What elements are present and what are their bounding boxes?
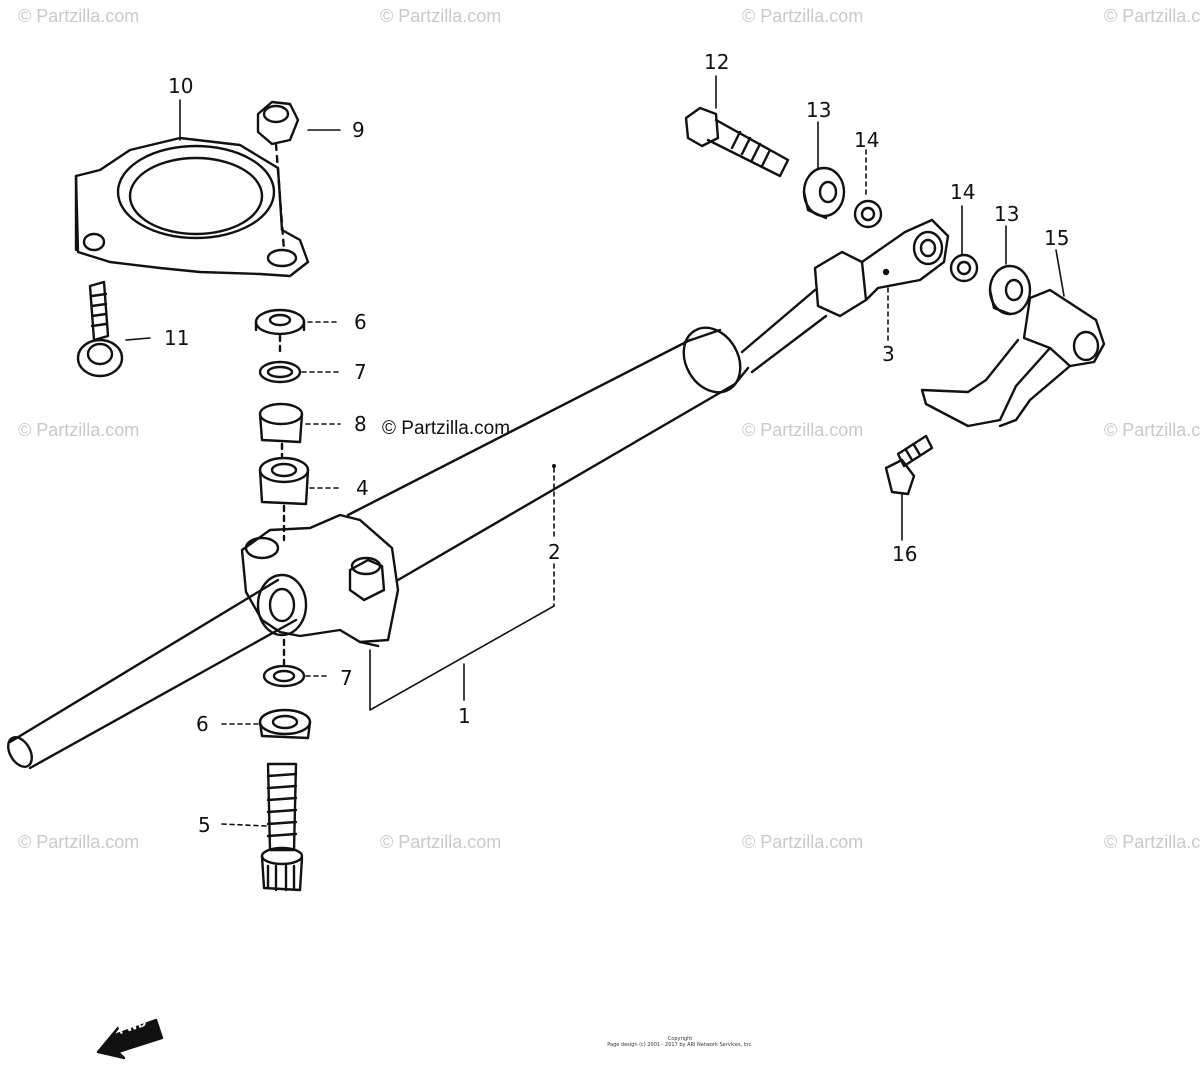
callout-3: 3: [882, 342, 895, 366]
callout-14: 14: [950, 180, 976, 204]
collar-part: [802, 166, 846, 220]
callout-15: 15: [1044, 226, 1070, 250]
watermark: © Partzilla.com: [380, 832, 502, 852]
callout-4: 4: [356, 476, 369, 500]
watermark: © Partzilla.com: [18, 832, 140, 852]
watermark: © Partzilla.com: [1104, 420, 1200, 440]
washer-part: [949, 253, 979, 283]
clamp-bracket-part: [74, 136, 310, 278]
page-design-line: Page design (c) 2001 - 2017 by ARI Netwo…: [607, 1042, 753, 1048]
damper-rod: [7, 578, 298, 770]
washer-stack-upper: [254, 308, 310, 506]
callout-13: 13: [994, 202, 1020, 226]
callout-14: 14: [854, 128, 880, 152]
watermark: © Partzilla.com: [742, 6, 864, 26]
fwd-arrow-icon: [96, 1018, 164, 1060]
damper-clamp-body: [240, 513, 400, 648]
callout-10: 10: [168, 74, 194, 98]
lower-bolt-part: [260, 762, 304, 892]
callout-13: 13: [806, 98, 832, 122]
watermark: © Partzilla.com: [18, 420, 140, 440]
callout-1: 1: [458, 704, 471, 728]
watermark: © Partzilla.com: [742, 420, 864, 440]
callout-7: 7: [354, 360, 367, 384]
washer-stack-lower: [258, 664, 312, 740]
damper-shaft: [740, 288, 828, 374]
copyright-footer: Copyright Page design (c) 2001 - 2017 by…: [560, 1036, 800, 1048]
watermark: © Partzilla.com: [1104, 6, 1200, 26]
upper-bolt-part: [684, 106, 790, 178]
callout-6: 6: [354, 310, 367, 334]
leader-lines: [125, 75, 1065, 827]
callout-6: 6: [196, 712, 209, 736]
watermark: © Partzilla.com: [380, 6, 502, 26]
copyright-line: Copyright: [667, 1036, 693, 1042]
callout-9: 9: [352, 118, 365, 142]
callout-12: 12: [704, 50, 730, 74]
mount-bracket-part: [920, 288, 1106, 428]
callout-8: 8: [354, 412, 367, 436]
washer-part: [853, 199, 883, 229]
callout-2: 2: [548, 540, 561, 564]
callout-5: 5: [198, 813, 211, 837]
watermark: © Partzilla.com: [18, 6, 140, 26]
callout-16: 16: [892, 542, 918, 566]
nut-part: [256, 100, 300, 252]
rod-end-part: [813, 218, 950, 318]
damper-cylinder: [346, 326, 750, 582]
bolt-part: [76, 280, 124, 378]
small-screw-part: [884, 434, 934, 541]
callout-7: 7: [340, 666, 353, 690]
watermark: © Partzilla.com: [1104, 832, 1200, 852]
watermark: © Partzilla.com: [742, 832, 864, 852]
collar-part: [988, 264, 1032, 316]
callout-11: 11: [164, 326, 190, 350]
watermark-center: © Partzilla.com: [382, 418, 511, 439]
